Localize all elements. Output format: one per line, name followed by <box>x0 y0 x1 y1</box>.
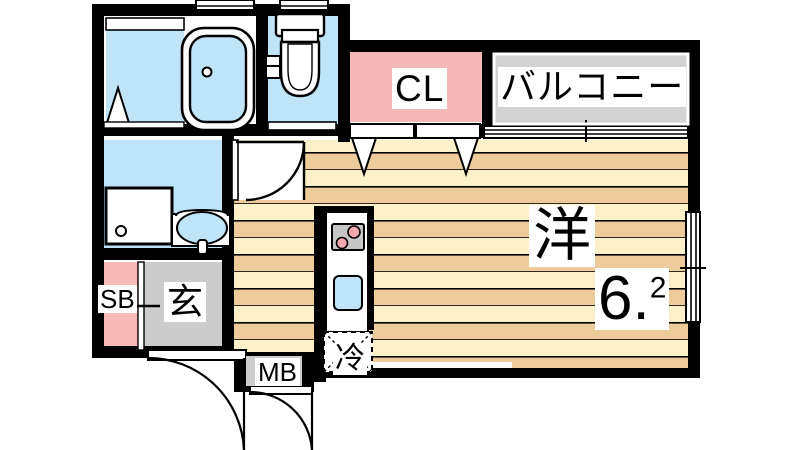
balcony-window <box>483 120 689 142</box>
toilet-door <box>267 121 337 131</box>
closet-folding-doors <box>349 123 481 178</box>
meter-box-door <box>249 385 314 450</box>
washroom-door <box>231 139 306 202</box>
room-type-label: 洋 <box>529 205 596 267</box>
room-area-label: 6.2 <box>595 268 670 330</box>
stove-burner-icon <box>347 225 361 239</box>
bathtub-drain-icon <box>201 66 213 78</box>
toilet-window <box>279 0 329 11</box>
entrance-label: 玄 <box>164 282 207 322</box>
bathroom-window <box>195 0 255 11</box>
meter-box-label: MB <box>255 358 300 386</box>
closet-label: CL <box>392 68 448 109</box>
toilet <box>274 12 326 98</box>
stove-burner-icon <box>335 236 349 250</box>
toilet-paper-holder-icon <box>265 55 281 79</box>
shoe-box-label: SB <box>98 284 137 314</box>
balcony-outline <box>492 52 690 126</box>
balcony-label: バルコニー <box>498 66 687 107</box>
refrigerator-label: 冷 <box>333 342 367 375</box>
kitchen-stove <box>331 223 365 251</box>
area-decimal: . <box>632 264 650 333</box>
side-window <box>680 211 706 323</box>
area-number: 6 <box>598 264 633 333</box>
bathroom-vent <box>105 17 185 31</box>
bathroom-sill <box>103 121 185 129</box>
area-superscript: 2 <box>649 271 667 305</box>
kitchen-sink <box>333 275 363 311</box>
bathtub <box>180 26 256 132</box>
entrance-door <box>147 349 247 450</box>
vanity-sink <box>171 208 231 255</box>
washing-machine-space <box>104 186 174 246</box>
